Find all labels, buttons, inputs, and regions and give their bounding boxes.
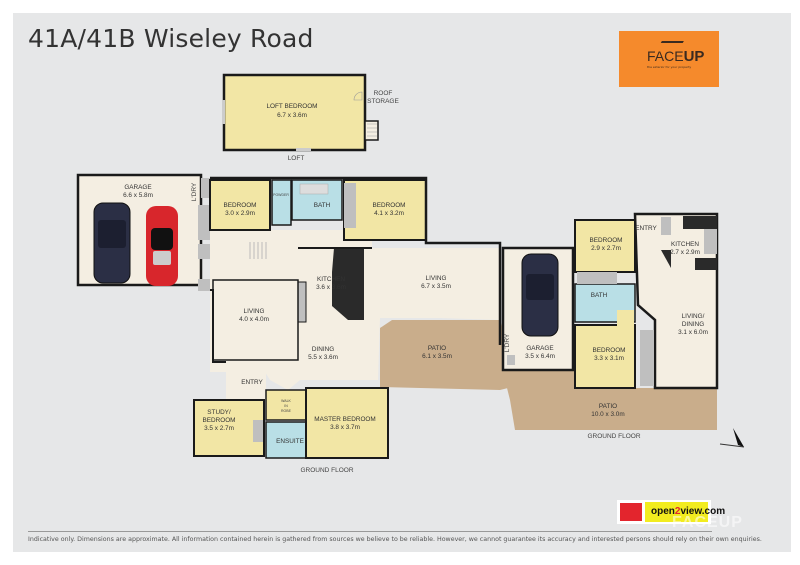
room-label-bath-b: BATH	[591, 292, 608, 299]
floor-label-loft: LOFT	[288, 155, 305, 162]
room-label-bedroom-1: BEDROOM	[223, 202, 256, 209]
room-dim-patio-a: 6.1 x 3.5m	[422, 353, 452, 360]
loft-level: LOFT BEDROOM 6.7 x 3.6m ROOF STORAGE LOF…	[222, 73, 399, 162]
car-dark-icon	[93, 202, 131, 284]
watermark: FACEUP	[672, 514, 743, 531]
room-label-master-bedroom: MASTER BEDROOM	[314, 416, 375, 423]
logo-text: FACEUP	[647, 48, 705, 65]
room-label-powder: POWDER	[273, 193, 289, 197]
room-label-dining: DINING	[312, 346, 334, 353]
room-label-wir-2: IN	[284, 404, 288, 408]
disclaimer-text: Indicative only. Dimensions are approxim…	[28, 536, 762, 543]
room-label-garage-a: GARAGE	[124, 184, 151, 191]
room-label-kitchen-b: KITCHEN	[671, 241, 699, 248]
house-a: GARAGE 6.6 x 5.8m L'DRY BEDROOM 3.0 x 2.…	[76, 173, 520, 474]
floor-label-ground-b: GROUND FLOOR	[587, 433, 640, 440]
room-dim-study: 3.5 x 2.7m	[204, 425, 234, 432]
room-label-ldry-b: L'DRY	[504, 333, 511, 352]
room-dim-kitchen-a: 3.6 x 3.6m	[316, 284, 346, 291]
room-dim-dining: 5.5 x 3.6m	[308, 354, 338, 361]
faceup-logo: FACEUP the exterior for your property	[619, 31, 719, 87]
room-dim-garage-a: 6.6 x 5.8m	[123, 192, 153, 199]
room-label-living-b: LIVING	[244, 308, 265, 315]
room-dim-bedroom-1: 3.0 x 2.9m	[225, 210, 255, 217]
roof-storage-label-2: STORAGE	[367, 98, 399, 105]
room-dim-living-b: 4.0 x 4.0m	[239, 316, 269, 323]
room-label-patio-a: PATIO	[428, 345, 446, 352]
room-label-bedroom-4: BEDROOM	[592, 347, 625, 354]
room-dim-living-dining: 3.1 x 6.0m	[678, 329, 708, 336]
room-label-ensuite: ENSUITE	[276, 438, 304, 445]
room-dim-loft-bedroom: 6.7 x 3.6m	[277, 112, 307, 119]
roof-storage-label: ROOF	[374, 90, 393, 97]
room-label-ldry-a: L'DRY	[191, 182, 198, 201]
room-label-bath-a: BATH	[314, 202, 331, 209]
room-dim-bedroom-4: 3.3 x 3.1m	[594, 355, 624, 362]
room-dim-bedroom-2: 4.1 x 3.2m	[374, 210, 404, 217]
room-dim-master-bedroom: 3.8 x 3.7m	[330, 424, 360, 431]
footer-divider	[28, 531, 712, 532]
room-dim-garage-b: 3.5 x 6.4m	[525, 353, 555, 360]
house-icon	[620, 503, 642, 521]
room-label-entry-b: ENTRY	[635, 225, 657, 232]
car-dark-b-icon	[521, 253, 559, 337]
room-dim-bedroom-3: 2.9 x 2.7m	[591, 245, 621, 252]
open2view-badge	[645, 502, 708, 522]
room-dim-patio-b: 10.0 x 3.0m	[591, 411, 624, 418]
room-label-loft-bedroom: LOFT BEDROOM	[266, 103, 317, 110]
open2view-text: open2view.com	[651, 506, 726, 517]
page-title: 41A/41B Wiseley Road	[28, 24, 314, 53]
room-dim-living-a: 6.7 x 3.5m	[421, 283, 451, 290]
room-label-bedroom-2: BEDROOM	[372, 202, 405, 209]
room-label-study: STUDY/	[207, 409, 231, 416]
room-label-living-dining: LIVING/	[682, 313, 705, 320]
open2view-logo: open2view.com	[617, 500, 725, 524]
room-label-living-dining-2: DINING	[682, 321, 704, 328]
room-label-living-a: LIVING	[426, 275, 447, 282]
floor-label-ground-a: GROUND FLOOR	[300, 467, 353, 474]
house-b: PATIO 10.0 x 3.0m GROUND FLOOR GARAGE 3.…	[500, 212, 719, 440]
room-label-wir-3: ROBE	[281, 409, 292, 413]
room-label-bedroom-3: BEDROOM	[589, 237, 622, 244]
room-dim-kitchen-b: 2.7 x 2.9m	[670, 249, 700, 256]
room-label-wir: WALK	[281, 399, 291, 403]
logo-tagline: the exterior for your property	[647, 65, 692, 69]
north-arrow-icon	[719, 428, 745, 448]
room-label-entry-a: ENTRY	[241, 379, 263, 386]
car-red-icon	[146, 206, 178, 286]
room-label-patio-b: PATIO	[599, 403, 617, 410]
room-label-garage-b: GARAGE	[526, 345, 553, 352]
room-label-kitchen-a: KITCHEN	[317, 276, 345, 283]
room-label-study-2: BEDROOM	[202, 417, 235, 424]
